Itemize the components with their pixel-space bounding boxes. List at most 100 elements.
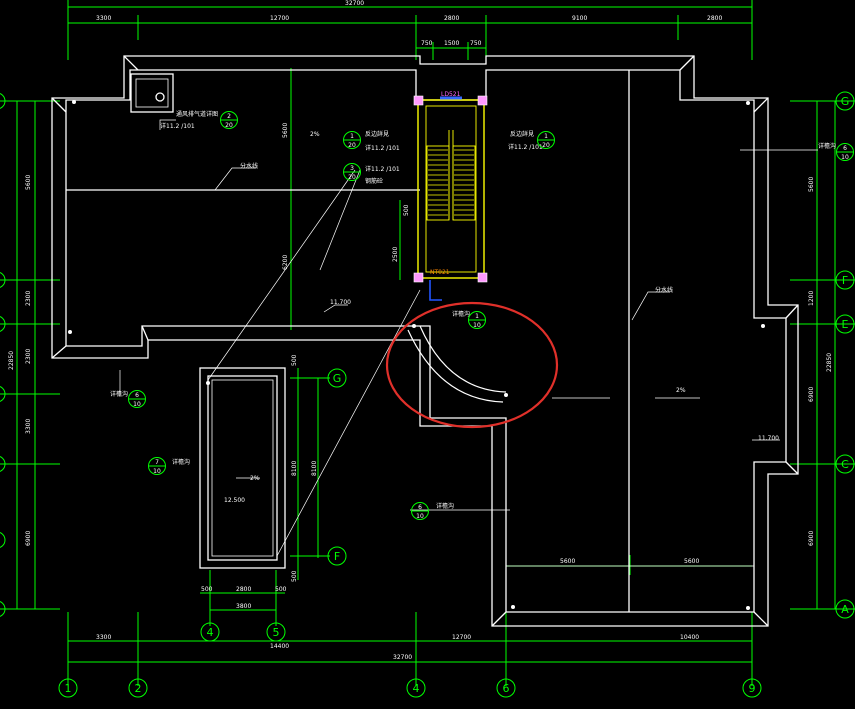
axis-right-3-label: C: [841, 458, 849, 471]
inner-vert-dim-1: 5600: [282, 123, 289, 138]
right-total-dim: 22850: [826, 353, 833, 372]
bottom-total-dim: 32700: [393, 654, 412, 661]
roof-elevation-right: 11.700: [758, 435, 779, 442]
axis-bottom-0-bubble: [58, 678, 78, 698]
left-dim-1: 5600: [25, 175, 32, 190]
top-dim-5: 2800: [707, 15, 722, 22]
callout-1-num: 2: [227, 113, 231, 120]
roof-elevation-left: 11.700: [330, 299, 351, 306]
axis-left-6-bubble: [0, 601, 6, 617]
callout-7-num: 6: [135, 392, 139, 399]
callout-4-sheet: 20: [348, 174, 356, 181]
axis-bottom-0-label: 1: [65, 682, 72, 695]
left-dim-3: 2300: [25, 349, 32, 364]
bottom-dim-skylight: 14400: [270, 643, 289, 650]
axis-bottom-2-label: 4: [413, 682, 420, 695]
inner-right-dim-1: 5600: [560, 558, 575, 565]
axis-bottom-1-label: 2: [135, 682, 142, 695]
dimension-lines: [0, 0, 855, 686]
top-dim-3: 2800: [444, 15, 459, 22]
axis-skylight-bottom-1-bubble: [266, 622, 286, 642]
top-stair-dim-2: 1500: [444, 40, 459, 47]
water-line-right: 分水线: [655, 286, 673, 294]
door-symbol: [429, 280, 442, 301]
skylight-bottom-2: 2800: [236, 586, 251, 593]
stair-small-dim: 500: [403, 204, 410, 216]
top-stair-dim-1: 750: [421, 40, 433, 47]
callout-6-num: 6: [843, 145, 847, 152]
axis-right-2-bubble: [835, 314, 855, 334]
axis-bottom-4-bubble: [742, 678, 762, 698]
skylight-height-dim-2: 8100: [311, 461, 318, 476]
water-line-top: 分水线: [240, 162, 258, 170]
inner-right-dim-2: 5600: [684, 558, 699, 565]
bottom-dim-2: 12700: [452, 634, 471, 641]
vent-note-sub: 详11.2 /101: [160, 122, 195, 130]
axis-right-4-bubble: [835, 599, 855, 619]
axis-left-5-bubble: [0, 532, 6, 548]
callout-7-sheet: 10: [133, 401, 141, 408]
top-stair-dim-3: 750: [470, 40, 482, 47]
callout-1-sheet: 20: [225, 122, 233, 129]
stair-treads: [428, 149, 474, 216]
stair-note-left-sub: 详11.2 /101: [365, 144, 400, 152]
right-dim-3: 6900: [808, 387, 815, 402]
bottom-dim-3: 10400: [680, 634, 699, 641]
axis-skylight-bottom-1-label: 5: [273, 626, 280, 639]
stair-note-left: 反边詳見: [365, 130, 389, 138]
stair-core: [417, 99, 485, 279]
callout-8-num: 7: [155, 459, 159, 466]
bottom-dim-1: 3300: [96, 634, 111, 641]
gutter-note-left: 详檐沟: [110, 390, 128, 398]
left-dim-4: 3300: [25, 419, 32, 434]
skylight-bottom-1: 500: [201, 586, 213, 593]
axis-right-0-label: G: [841, 95, 850, 108]
inner-vert-dim-2: 6200: [282, 255, 289, 270]
stair-width-dim: 2500: [392, 247, 399, 262]
axis-left-3-bubble: [0, 386, 6, 402]
callout-9-num: 6: [418, 504, 422, 511]
axis-bottom-3-bubble: [496, 678, 516, 698]
axis-right-4-label: A: [841, 603, 849, 616]
skylight-bottom-total: 3800: [236, 603, 251, 610]
leader-lines: [119, 119, 818, 511]
axis-skylight-bottom-0-bubble: [200, 622, 220, 642]
callout-6-sheet: 10: [841, 154, 849, 161]
axis-skylight-right-0-label: G: [333, 372, 342, 385]
callout-8-sheet: 10: [153, 468, 161, 475]
callout-2-num: 1: [350, 133, 354, 140]
top-dim-1: 3300: [96, 15, 111, 22]
gutter-note-bottom: 详檐沟: [436, 502, 454, 510]
skylight-side-top: 500: [291, 354, 298, 366]
door-tag: LD521: [441, 91, 461, 98]
right-dim-1: 5600: [808, 177, 815, 192]
stair-roof-note: 详11.2 /101: [365, 165, 400, 173]
skylight-side-bottom: 500: [291, 570, 298, 582]
axis-skylight-right-1-label: F: [334, 550, 340, 563]
stair-roof-note-sub: 钢筋砼: [365, 177, 383, 185]
top-total-dim: 32700: [345, 0, 364, 7]
axis-right-1-label: F: [842, 274, 848, 287]
axis-bottom-3-label: 6: [503, 682, 510, 695]
skylight-height-dim: 8100: [291, 461, 298, 476]
gutter-note-right: 详檐沟: [818, 142, 836, 150]
detail-callouts: [128, 111, 854, 520]
left-dim-2: 2300: [25, 291, 32, 306]
axis-left-4-bubble: [0, 456, 6, 472]
axis-left-0-bubble: [0, 93, 6, 109]
callout-5-sheet: 10: [473, 322, 481, 329]
callout-4-num: 3: [350, 165, 354, 172]
gutter-note-arc: 详檐沟: [452, 310, 470, 318]
left-dim-5: 6900: [25, 531, 32, 546]
vent-note: 通风排气道详图: [176, 110, 218, 118]
right-dim-4: 6900: [808, 531, 815, 546]
axis-left-2-bubble: [0, 316, 6, 332]
axis-right-3-bubble: [835, 454, 855, 474]
stair-note-right: 反边詳見: [510, 130, 534, 138]
window-tag: NT021: [430, 269, 450, 276]
callout-2-sheet: 20: [348, 142, 356, 149]
roof-outline: [51, 55, 799, 627]
axis-bottom-4-label: 9: [749, 682, 756, 695]
axis-left-1-bubble: [0, 272, 6, 288]
